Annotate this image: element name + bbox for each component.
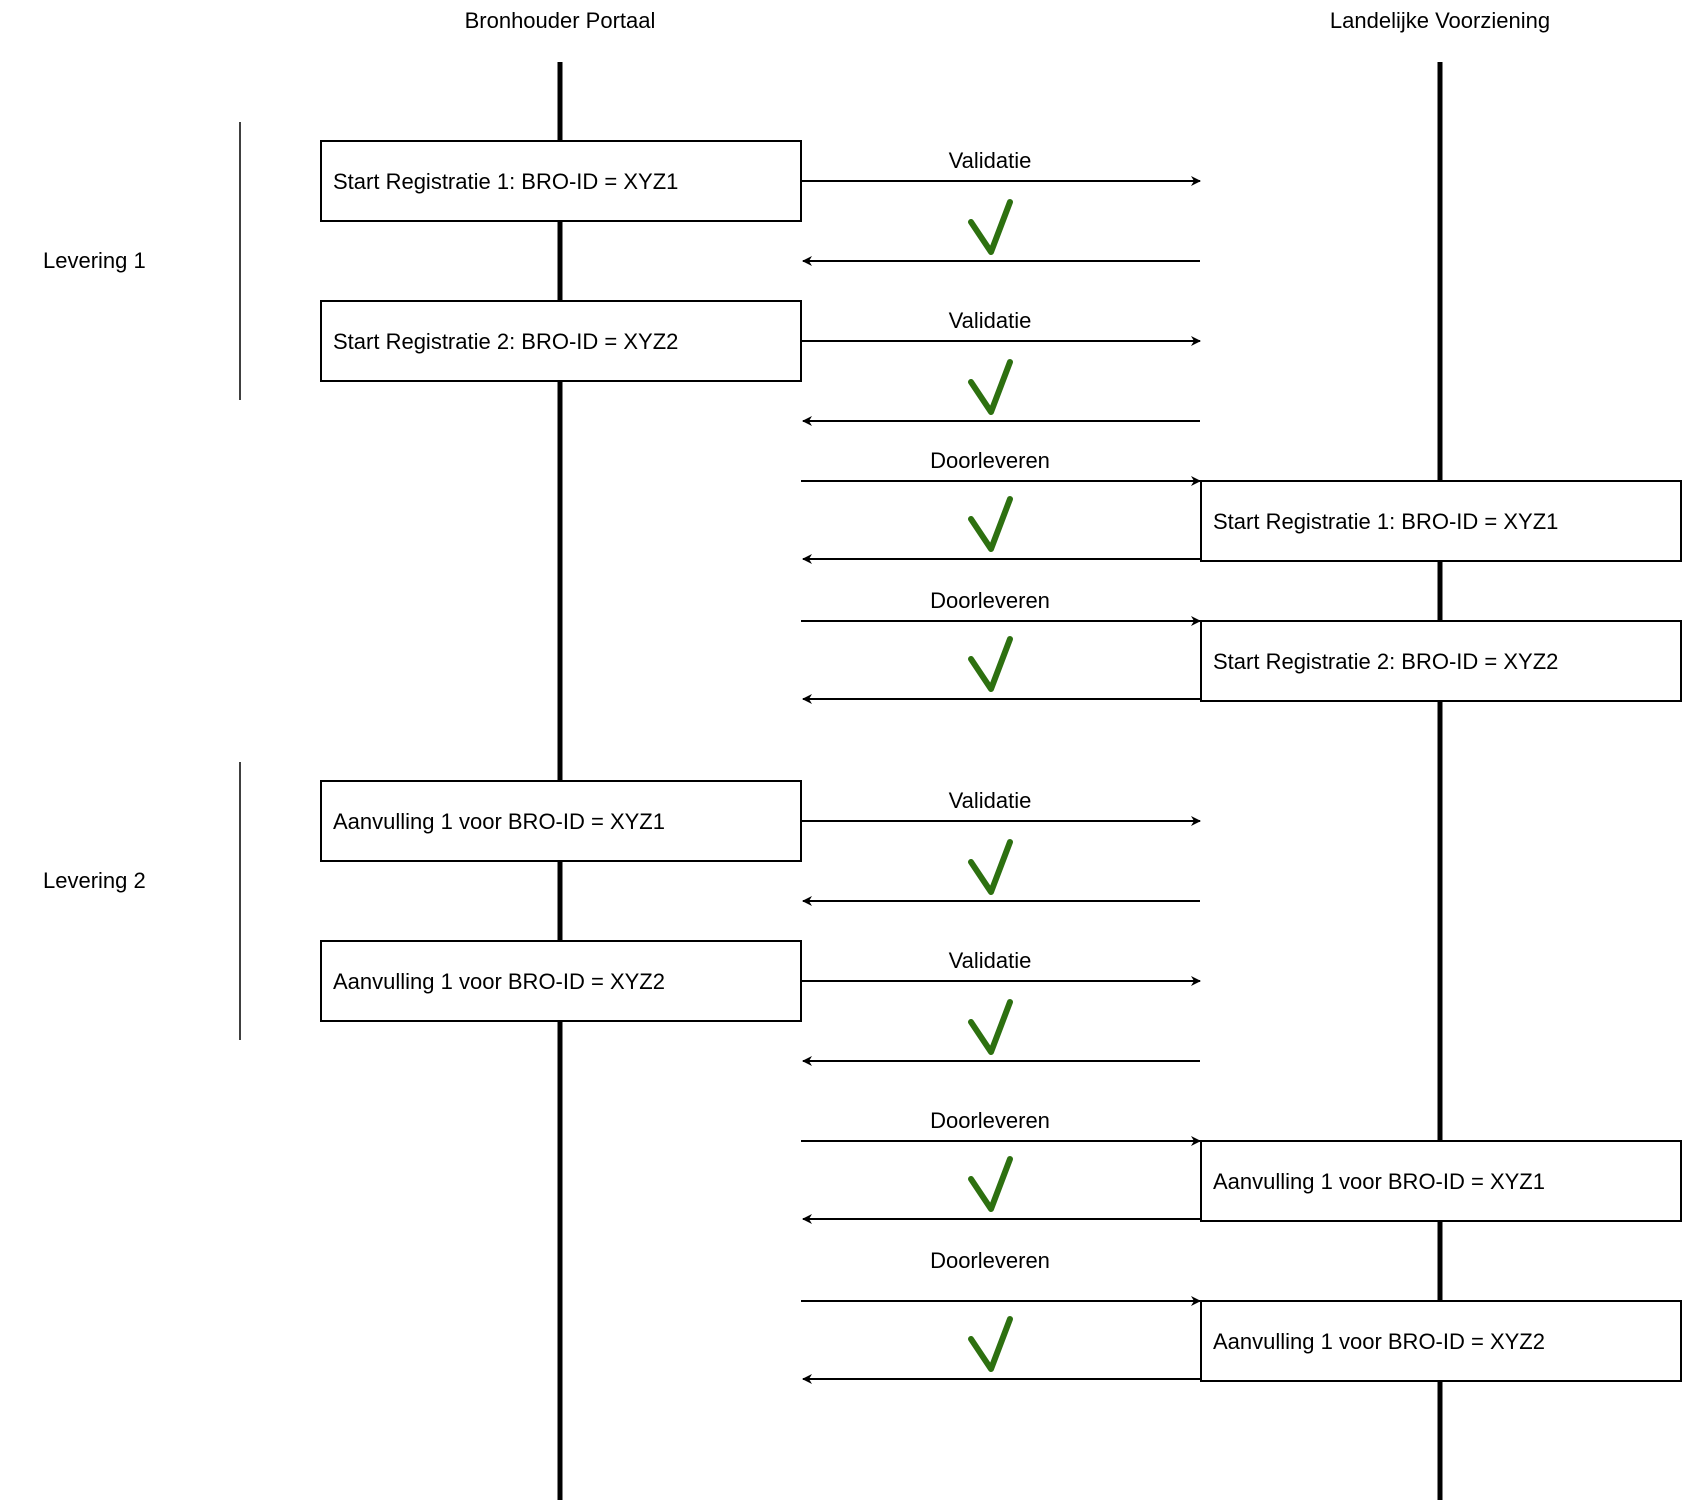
checkmark-icon (968, 496, 1013, 552)
portaal-box-label: Start Registratie 2: BRO-ID = XYZ2 (333, 329, 678, 354)
lv-box: Start Registratie 2: BRO-ID = XYZ2 (1200, 620, 1682, 702)
lv-box-label: Aanvulling 1 voor BRO-ID = XYZ1 (1213, 1169, 1545, 1194)
lv-box: Aanvulling 1 voor BRO-ID = XYZ1 (1200, 1140, 1682, 1222)
group-label-levering-2: Levering 2 (43, 868, 146, 893)
group-label-levering-1: Levering 1 (43, 248, 146, 273)
portaal-box-label: Start Registratie 1: BRO-ID = XYZ1 (333, 169, 678, 194)
message-label: Doorleveren (930, 448, 1050, 473)
message-label: Validatie (949, 788, 1032, 813)
portaal-box: Aanvulling 1 voor BRO-ID = XYZ2 (320, 940, 802, 1022)
lv-box: Aanvulling 1 voor BRO-ID = XYZ2 (1200, 1300, 1682, 1382)
message-label: Doorleveren (930, 1248, 1050, 1273)
checkmark-icon (968, 1316, 1013, 1372)
checkmark-icon (968, 199, 1013, 255)
checkmark-icon (968, 359, 1013, 415)
lv-box-label: Start Registratie 2: BRO-ID = XYZ2 (1213, 649, 1558, 674)
checkmark-icon (968, 636, 1013, 692)
portaal-box: Start Registratie 2: BRO-ID = XYZ2 (320, 300, 802, 382)
lv-box: Start Registratie 1: BRO-ID = XYZ1 (1200, 480, 1682, 562)
lane-title-landelijke-voorziening: Landelijke Voorziening (1330, 8, 1550, 33)
lv-box-label: Start Registratie 1: BRO-ID = XYZ1 (1213, 509, 1558, 534)
portaal-box-label: Aanvulling 1 voor BRO-ID = XYZ2 (333, 969, 665, 994)
lane-title-portaal: Bronhouder Portaal (465, 8, 656, 33)
message-label: Doorleveren (930, 1108, 1050, 1133)
message-label: Doorleveren (930, 588, 1050, 613)
portaal-box-label: Aanvulling 1 voor BRO-ID = XYZ1 (333, 809, 665, 834)
portaal-box: Start Registratie 1: BRO-ID = XYZ1 (320, 140, 802, 222)
message-label: Validatie (949, 308, 1032, 333)
checkmark-icon (968, 839, 1013, 895)
checkmark-icon (968, 999, 1013, 1055)
portaal-box: Aanvulling 1 voor BRO-ID = XYZ1 (320, 780, 802, 862)
message-label: Validatie (949, 148, 1032, 173)
message-label: Validatie (949, 948, 1032, 973)
lv-box-label: Aanvulling 1 voor BRO-ID = XYZ2 (1213, 1329, 1545, 1354)
checkmark-icon (968, 1156, 1013, 1212)
